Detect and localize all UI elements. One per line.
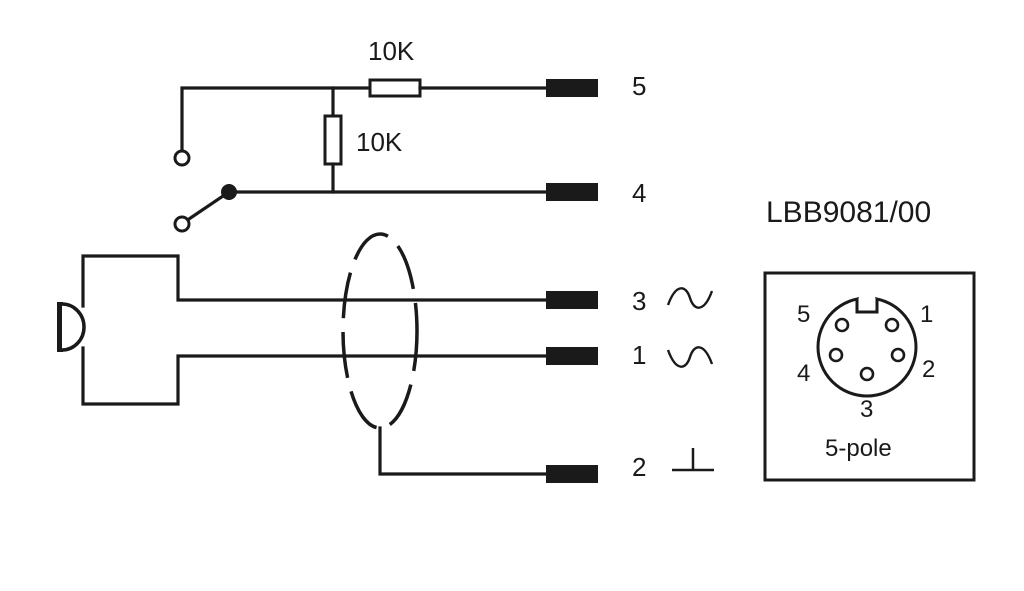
socket-pin-label-5: 5: [797, 301, 810, 328]
plug-pin1: [546, 347, 598, 365]
socket-pin-label-3: 3: [860, 396, 873, 423]
plug-pin3: [546, 291, 598, 309]
pin-label-3: 3: [632, 286, 646, 316]
plug-group: [546, 79, 598, 483]
socket-pin-label-4: 4: [797, 360, 810, 387]
wire-switch-top: [180, 86, 372, 154]
resistor-horizontal: [368, 78, 422, 98]
pin-label-1: 1: [632, 340, 646, 370]
connector-caption: 5-pole: [825, 435, 892, 462]
plug-pin2: [546, 465, 598, 483]
resistor-network: [180, 78, 550, 194]
pin-label-5: 5: [632, 71, 646, 101]
plug-pin5: [546, 79, 598, 97]
ac-signal-icon: [666, 287, 714, 309]
din-socket-icon: [763, 271, 976, 482]
socket-pin-label-1: 1: [920, 301, 933, 328]
microphone-icon: [57, 254, 551, 406]
pin-label-2: 2: [632, 452, 646, 482]
socket-pin-label-2: 2: [922, 356, 935, 383]
ac-signal-inverted-icon: [666, 346, 714, 368]
plug-pin4: [546, 183, 598, 201]
resistor-vertical: [323, 114, 343, 166]
wire-to-pin2: [378, 426, 550, 476]
model-label: LBB9081/00: [766, 196, 931, 229]
pin-label-4: 4: [632, 178, 646, 208]
shield-icon: [341, 232, 550, 476]
resistor-top-label: 10K: [368, 36, 415, 66]
ground-icon: [672, 448, 714, 472]
switch-icon: [173, 149, 237, 233]
resistor-vertical-label: 10K: [356, 127, 403, 157]
